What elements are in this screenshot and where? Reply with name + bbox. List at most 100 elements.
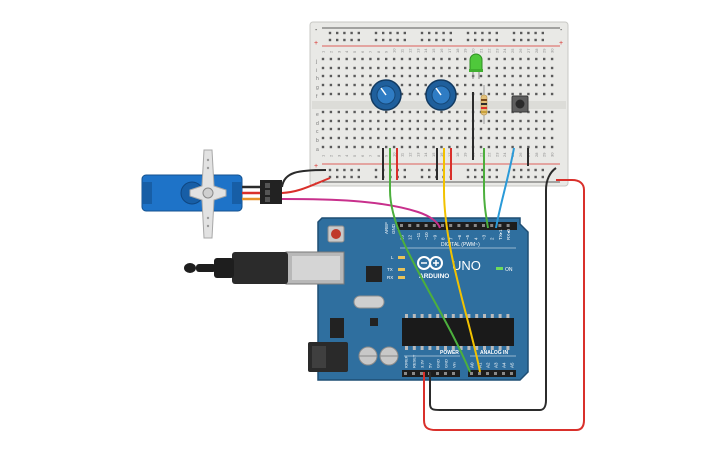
rail-hole	[374, 175, 378, 179]
breadboard-hole	[369, 83, 372, 87]
top-rail-plus-label-right: +	[559, 40, 563, 47]
rail-hole	[442, 31, 445, 35]
breadboard-hole	[321, 57, 325, 61]
chip-leg	[506, 314, 510, 318]
chip-leg	[444, 314, 447, 318]
power-header-label: POWER	[440, 350, 459, 356]
breadboard-column-number: 9	[384, 50, 389, 53]
breadboard-column-number: 5	[352, 50, 357, 53]
breadboard-hole	[432, 74, 435, 78]
breadboard-hole	[400, 145, 404, 149]
breadboard-column-number: 7	[368, 50, 373, 53]
l-led	[398, 256, 405, 259]
usb-cable-end	[196, 264, 216, 272]
resistor-band-2	[481, 103, 487, 105]
digital-pin-label: 4	[473, 237, 478, 240]
breadboard-hole	[385, 136, 388, 140]
breadboard-hole	[519, 66, 522, 70]
breadboard-hole	[416, 66, 419, 70]
breadboard-hole	[550, 127, 554, 131]
breadboard-hole	[464, 66, 467, 70]
breadboard-hole	[361, 66, 364, 70]
breadboard-column-number: 16	[439, 48, 444, 53]
rail-hole	[382, 31, 385, 35]
breadboard-hole	[535, 145, 538, 149]
push-button-cap[interactable]	[515, 99, 525, 109]
breadboard-hole	[416, 110, 419, 114]
servo-connector-pin-2	[265, 190, 270, 195]
breadboard-hole	[321, 119, 325, 123]
breadboard-hole	[511, 74, 514, 78]
breadboard-hole	[353, 66, 356, 70]
breadboard-column-number: 29	[542, 48, 547, 53]
arduino-uno-board[interactable]: L TX RX ARDUINO UNO ON DIGITAL (PWM~) 13…	[285, 217, 529, 381]
resistor-band-3	[481, 107, 487, 109]
green-led[interactable]	[469, 53, 483, 79]
breadboard-hole	[321, 74, 325, 78]
breadboard-hole	[511, 66, 514, 70]
breadboard-hole	[503, 57, 506, 61]
breadboard-hole	[329, 57, 333, 61]
power-pin-label: Vin	[452, 362, 457, 368]
push-button[interactable]	[511, 95, 529, 113]
breadboard-hole	[440, 119, 443, 123]
breadboard-hole	[408, 119, 412, 123]
breadboard-hole	[392, 57, 396, 61]
breadboard-hole	[408, 145, 412, 149]
breadboard-hole	[337, 57, 340, 61]
chip-leg	[444, 346, 447, 350]
breadboard-hole	[400, 136, 404, 140]
header-hole	[444, 372, 447, 375]
breadboard-hole	[527, 127, 530, 131]
breadboard-hole	[400, 110, 404, 114]
resistor[interactable]	[480, 85, 488, 124]
breadboard-hole	[361, 119, 364, 123]
breadboard-hole	[337, 66, 340, 70]
servo-mount-right	[232, 182, 242, 204]
breadboard-hole	[361, 145, 364, 149]
servo-motor[interactable]	[141, 149, 282, 239]
breadboard-hole	[495, 66, 498, 70]
usb-plug	[232, 252, 288, 284]
small-chip	[370, 318, 378, 326]
breadboard-hole	[479, 127, 483, 131]
servo-connector-pin-3	[265, 197, 270, 202]
breadboard-hole	[329, 119, 333, 123]
breadboard-hole	[432, 136, 435, 140]
breadboard-hole	[377, 74, 380, 78]
chip-leg	[405, 346, 408, 350]
breadboard-hole	[321, 92, 325, 96]
breadboard-column-number: 25	[510, 48, 515, 53]
potentiometer-1[interactable]	[370, 79, 402, 111]
rx-led	[398, 276, 405, 279]
breadboard-hole	[392, 74, 396, 78]
breadboard-column-number: 26	[518, 48, 523, 53]
rail-hole	[336, 31, 339, 35]
rail-hole	[495, 175, 498, 179]
rail-hole	[357, 31, 360, 35]
breadboard-hole	[408, 74, 412, 78]
reset-button[interactable]	[331, 229, 341, 239]
breadboard-hole	[337, 74, 340, 78]
header-hole	[478, 372, 481, 375]
potentiometer-2[interactable]	[425, 79, 457, 111]
breadboard-hole	[464, 74, 467, 78]
breadboard-hole	[337, 110, 340, 114]
breadboard-hole	[329, 145, 333, 149]
breadboard-hole	[495, 74, 498, 78]
breadboard-hole	[369, 66, 372, 70]
breadboard-hole	[392, 145, 396, 149]
rail-hole	[336, 38, 339, 42]
header-hole	[441, 224, 444, 227]
breadboard-hole	[535, 110, 538, 114]
breadboard-hole	[448, 127, 451, 131]
breadboard-hole	[550, 145, 554, 149]
breadboard-hole	[479, 74, 483, 78]
header-hole	[432, 224, 436, 227]
header-hole	[400, 224, 403, 227]
breadboard-hole	[456, 83, 459, 87]
breadboard-hole	[456, 136, 459, 140]
breadboard-hole	[487, 136, 491, 140]
digital-pin-label: RX◂0	[506, 228, 511, 240]
